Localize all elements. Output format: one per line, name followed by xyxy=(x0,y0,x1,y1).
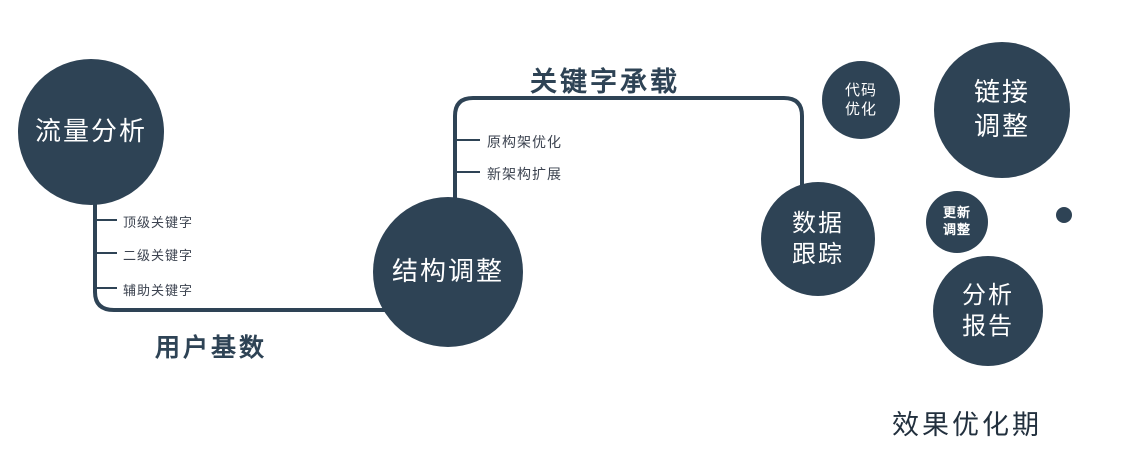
node-code-optimization-line2: 优化 xyxy=(844,101,877,118)
edge-keyword-carry-path xyxy=(453,96,804,200)
node-structure-adjustment-label: 结构调整 xyxy=(391,256,504,287)
node-data-tracking: 数据 跟踪 xyxy=(761,182,875,296)
node-analysis-report-line2: 报告 xyxy=(962,313,1014,340)
tick-label-top-keywords: 顶级关键字 xyxy=(123,215,194,230)
node-traffic-analysis-label: 流量分析 xyxy=(34,116,147,147)
node-update-adjustment: 更新 调整 xyxy=(926,191,988,253)
node-link-adjustment-line2: 调整 xyxy=(973,111,1030,141)
tick-label-arch-optimize: 原构架优化 xyxy=(487,134,562,150)
node-link-adjustment-line1: 链接 xyxy=(973,77,1030,108)
node-update-adjustment-line1: 更新 xyxy=(942,205,971,221)
tick-label-aux-keywords: 辅助关键字 xyxy=(123,283,194,298)
small-dot-marker xyxy=(1056,207,1072,223)
node-code-optimization: 代码 优化 xyxy=(822,61,900,139)
node-update-adjustment-line2: 调整 xyxy=(942,222,971,237)
phase-label-effect-optimization: 效果优化期 xyxy=(892,410,1042,440)
node-structure-adjustment: 结构调整 xyxy=(373,197,523,347)
edge-label-user-base: 用户基数 xyxy=(155,334,268,362)
tick-label-arch-expand: 新架构扩展 xyxy=(487,166,562,182)
node-data-tracking-line2: 跟踪 xyxy=(792,241,844,268)
tick-label-second-keywords: 二级关键字 xyxy=(123,248,194,263)
node-traffic-analysis: 流量分析 xyxy=(18,59,164,205)
node-data-tracking-line1: 数据 xyxy=(792,209,844,237)
node-code-optimization-line1: 代码 xyxy=(844,81,877,99)
edge-user-base-path xyxy=(93,198,395,312)
edge-label-keyword-carry: 关键字承载 xyxy=(530,67,680,97)
node-link-adjustment: 链接 调整 xyxy=(934,42,1070,178)
node-analysis-report: 分析 报告 xyxy=(933,256,1043,366)
node-analysis-report-line1: 分析 xyxy=(962,281,1014,309)
